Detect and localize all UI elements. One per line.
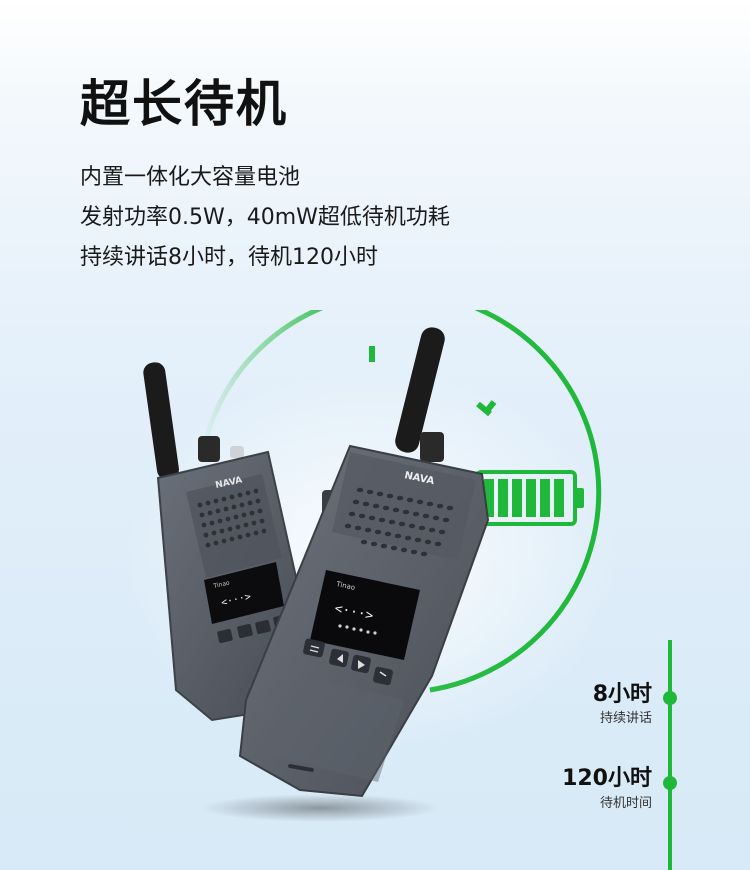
standby-time-value: 120小时 — [562, 766, 652, 791]
ring-tick-3 — [483, 400, 497, 414]
walkie-talkie-illustration: NAVA Tinao <···> — [120, 310, 620, 822]
standby-time-caption: 待机时间 — [599, 796, 652, 811]
back-device-screen — [204, 562, 284, 624]
feature-line-power: 发射功率0.5W，40mW超低待机功耗 — [80, 205, 450, 230]
timeline-dot-standby — [663, 776, 677, 790]
feature-list: 内置一体化大容量电池 发射功率0.5W，40mW超低待机功耗 持续讲话8小时，待… — [80, 158, 450, 278]
front-device-keys — [303, 638, 393, 686]
svg-text:Tinao: Tinao — [212, 579, 231, 590]
front-device-screen — [310, 570, 420, 660]
feature-line-battery: 内置一体化大容量电池 — [80, 165, 301, 190]
back-icon — [373, 666, 393, 686]
timeline-dot-talk — [663, 691, 677, 705]
standby-ring — [197, 310, 602, 693]
floor-shadow — [200, 794, 440, 822]
svg-text:Tinao: Tinao — [335, 580, 356, 592]
menu-icon — [303, 638, 325, 658]
talk-time-value: 8小时 — [592, 682, 652, 707]
talk-time-caption: 持续讲话 — [599, 711, 652, 726]
page-title: 超长待机 — [80, 75, 288, 133]
feature-line-duration: 持续讲话8小时，待机120小时 — [80, 245, 378, 270]
walkie-talkie-front: NAVA Tinao <···> — [238, 327, 490, 798]
timeline-line — [668, 640, 672, 870]
